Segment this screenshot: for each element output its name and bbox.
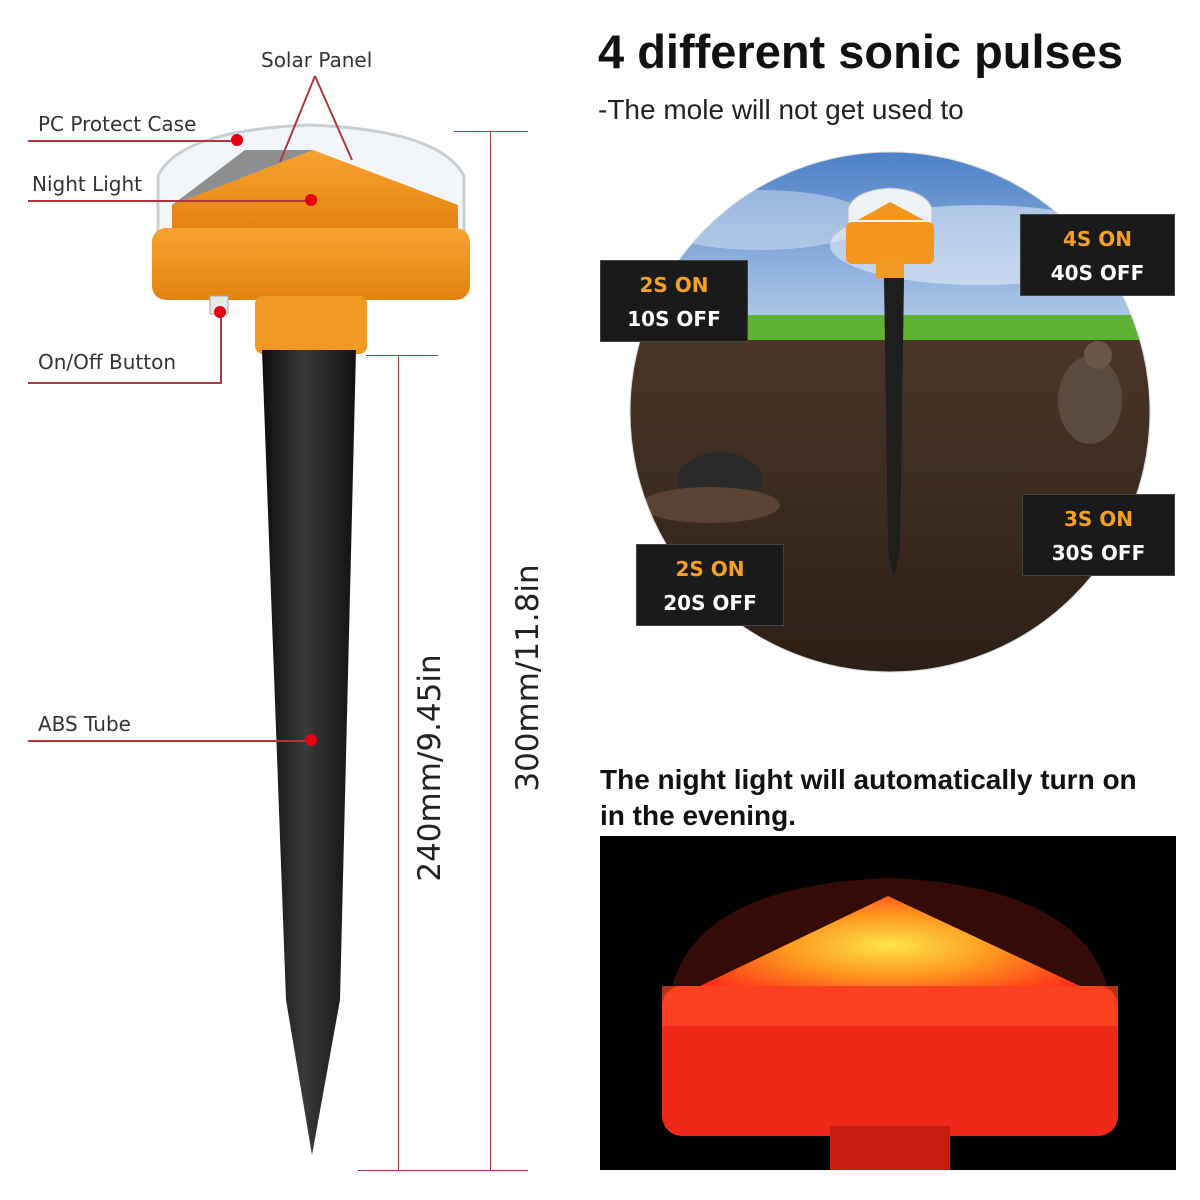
onoff-line-h <box>28 382 222 384</box>
dim-inner-top <box>366 355 438 356</box>
label-abs-tube: ABS Tube <box>38 712 131 736</box>
page-subtitle: -The mole will not get used to <box>598 94 964 125</box>
pulse-tag-2: 4S ON 40S OFF <box>1020 214 1175 296</box>
solar-panel-pointer <box>279 75 353 163</box>
label-night-light: Night Light <box>32 172 142 196</box>
neck <box>255 296 367 354</box>
abs-tube-dot <box>305 734 317 746</box>
caption-line-2: in the evening. <box>600 800 797 831</box>
pulse-tag-1: 2S ON 10S OFF <box>600 260 748 342</box>
head-base <box>152 228 470 300</box>
dim-outer-label: 300mm/11.8in <box>510 564 546 792</box>
dim-outer-top <box>454 131 528 132</box>
pc-case-dot <box>231 134 243 146</box>
onoff-line-v <box>220 314 222 384</box>
abs-tube-line <box>28 740 310 742</box>
label-onoff: On/Off Button <box>38 350 177 374</box>
pulse-tag-3: 3S ON 30S OFF <box>1022 494 1175 576</box>
label-pc-case: PC Protect Case <box>38 112 197 136</box>
product-diagram <box>152 123 470 1155</box>
solar-panel-head <box>172 150 458 228</box>
label-solar-panel: Solar Panel <box>261 48 373 72</box>
dim-outer-vertical <box>490 131 491 1170</box>
pc-case-line <box>28 140 236 142</box>
abs-tube <box>262 350 356 1155</box>
night-light-line <box>28 200 310 202</box>
dim-inner-vertical <box>398 355 399 1170</box>
page-title: 4 different sonic pulses <box>598 25 1123 78</box>
night-light-photo <box>600 836 1176 1170</box>
night-light-dot <box>305 194 317 206</box>
dim-inner-label: 240mm/9.45in <box>412 654 448 882</box>
dim-bottom <box>358 1170 528 1171</box>
pulse-tag-4: 2S ON 20S OFF <box>636 544 784 626</box>
onoff-dot <box>214 306 226 318</box>
caption-line-1: The night light will automatically turn … <box>600 764 1137 795</box>
